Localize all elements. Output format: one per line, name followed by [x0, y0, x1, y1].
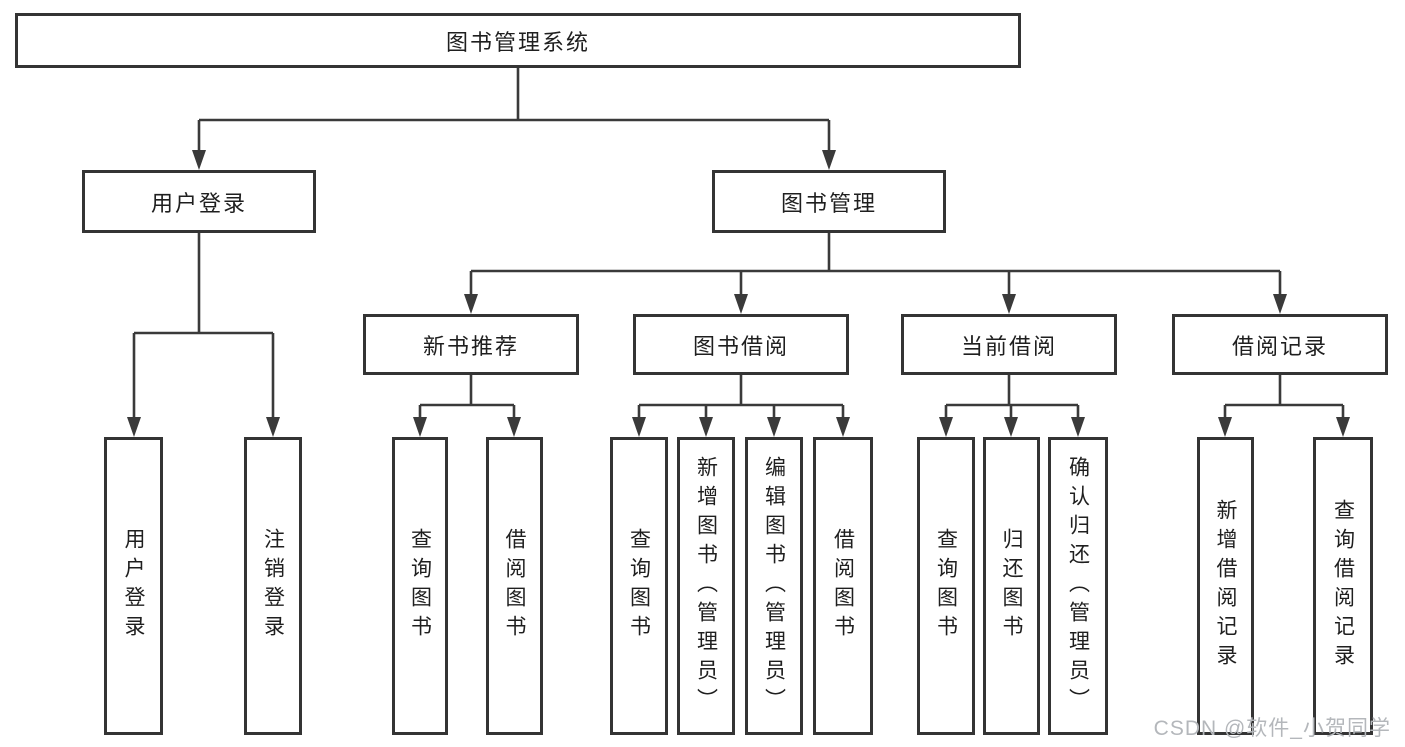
- node-leaf-current-query-books: 查询图书: [917, 437, 975, 735]
- node-leaf-records-query-record-label: 查询借阅记录: [1331, 499, 1355, 673]
- node-leaf-login: 用户登录: [104, 437, 163, 735]
- node-leaf-borrow-borrow-books: 借阅图书: [813, 437, 873, 735]
- watermark: CSDN @软件_小贺同学: [1153, 717, 1391, 740]
- node-leaf-current-confirm-return-admin-label: 确认归还（管理员）: [1066, 455, 1090, 717]
- node-leaf-borrow-add-books-admin: 新增图书（管理员）: [677, 437, 735, 735]
- node-borrowing-records-label: 借阅记录: [1231, 333, 1328, 359]
- node-leaf-borrow-borrow-books-label: 借阅图书: [831, 528, 855, 644]
- arrowhead-icon: [1002, 294, 1016, 314]
- node-leaf-recommend-borrow-books-label: 借阅图书: [503, 528, 526, 644]
- arrowhead-icon: [1273, 294, 1287, 314]
- arrowhead-icon: [1071, 417, 1085, 437]
- node-leaf-logout-label: 注销登录: [261, 528, 285, 644]
- node-leaf-recommend-query-books: 查询图书: [392, 437, 448, 735]
- arrowhead-icon: [507, 417, 521, 437]
- node-book-management: 图书管理: [712, 170, 946, 233]
- node-leaf-borrow-query-books: 查询图书: [610, 437, 668, 735]
- arrowhead-icon: [632, 417, 646, 437]
- node-leaf-recommend-borrow-books: 借阅图书: [486, 437, 543, 735]
- arrowheads: [127, 150, 1350, 437]
- node-leaf-borrow-edit-books-admin-label: 编辑图书（管理员）: [762, 455, 786, 717]
- arrowhead-icon: [413, 417, 427, 437]
- node-book-management-label: 图书管理: [780, 190, 877, 216]
- node-book-borrowing-label: 图书借阅: [692, 333, 789, 359]
- arrowhead-icon: [1336, 417, 1350, 437]
- arrowhead-icon: [699, 417, 713, 437]
- node-current-borrowing-label: 当前借阅: [960, 333, 1057, 359]
- node-root-label: 图书管理系统: [445, 29, 590, 55]
- node-current-borrowing: 当前借阅: [901, 314, 1117, 375]
- arrowhead-icon: [192, 150, 206, 170]
- node-leaf-borrow-query-books-label: 查询图书: [627, 528, 651, 644]
- node-leaf-records-add-record: 新增借阅记录: [1197, 437, 1254, 735]
- arrowhead-icon: [464, 294, 478, 314]
- arrowhead-icon: [734, 294, 748, 314]
- node-book-borrowing: 图书借阅: [633, 314, 849, 375]
- node-leaf-current-query-books-label: 查询图书: [934, 528, 958, 644]
- arrowhead-icon: [767, 417, 781, 437]
- node-user-login-label: 用户登录: [150, 190, 247, 216]
- arrowhead-icon: [1218, 417, 1232, 437]
- arrowhead-icon: [1004, 417, 1018, 437]
- node-leaf-current-return-books: 归还图书: [983, 437, 1040, 735]
- node-leaf-records-add-record-label: 新增借阅记录: [1214, 499, 1237, 673]
- arrowhead-icon: [939, 417, 953, 437]
- node-leaf-borrow-edit-books-admin: 编辑图书（管理员）: [745, 437, 803, 735]
- node-leaf-recommend-query-books-label: 查询图书: [408, 528, 432, 644]
- node-leaf-records-query-record: 查询借阅记录: [1313, 437, 1373, 735]
- node-leaf-current-confirm-return-admin: 确认归还（管理员）: [1048, 437, 1108, 735]
- node-new-book-recommendation-label: 新书推荐: [422, 333, 519, 359]
- arrowhead-icon: [266, 417, 280, 437]
- node-leaf-borrow-add-books-admin-label: 新增图书（管理员）: [694, 455, 718, 717]
- node-new-book-recommendation: 新书推荐: [363, 314, 579, 375]
- node-leaf-logout: 注销登录: [244, 437, 302, 735]
- connector-stems: [132, 68, 1345, 421]
- node-leaf-current-return-books-label: 归还图书: [1000, 528, 1023, 644]
- arrowhead-icon: [822, 150, 836, 170]
- arrowhead-icon: [836, 417, 850, 437]
- node-leaf-login-label: 用户登录: [122, 528, 145, 644]
- node-borrowing-records: 借阅记录: [1172, 314, 1388, 375]
- arrowhead-icon: [127, 417, 141, 437]
- node-root: 图书管理系统: [15, 13, 1021, 68]
- node-user-login: 用户登录: [82, 170, 316, 233]
